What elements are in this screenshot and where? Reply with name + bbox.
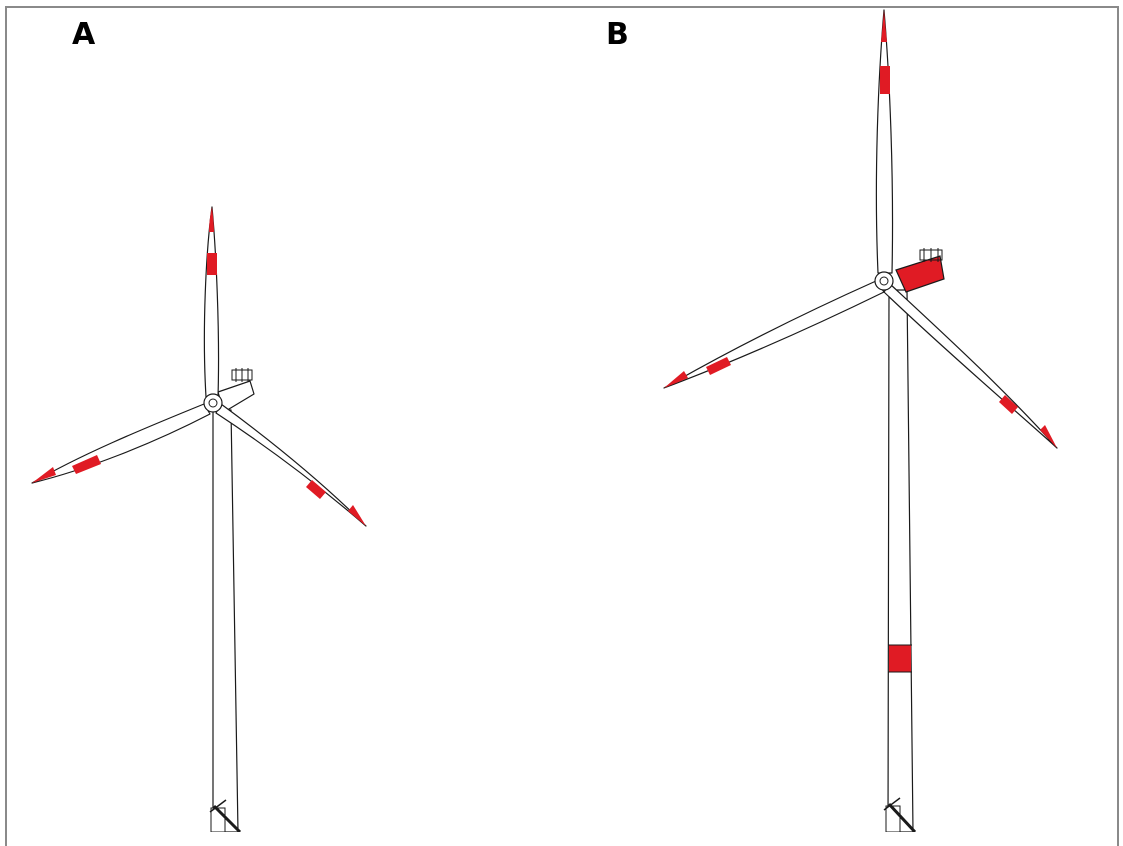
turbine-a-blade-up xyxy=(203,206,220,398)
turbine-b xyxy=(663,9,1058,832)
turbine-a-blade-left xyxy=(31,403,211,484)
turbine-a-base xyxy=(209,799,242,832)
panel-label-b: B xyxy=(606,17,629,52)
turbine-b-base xyxy=(883,797,917,832)
turbine-b-nacelle xyxy=(895,248,945,293)
turbine-a-hub xyxy=(203,393,223,413)
turbine-b-blade-right xyxy=(883,283,1058,449)
turbine-a-nacelle xyxy=(217,368,255,413)
figure-frame xyxy=(5,6,1119,846)
turbine-a xyxy=(31,206,367,832)
turbine-b-hub xyxy=(874,271,894,291)
panel-label-a: A xyxy=(72,17,96,52)
turbine-a-tower xyxy=(212,409,239,832)
turbine-b-blade-up xyxy=(875,9,894,274)
turbine-a-blade-right xyxy=(215,403,367,527)
turbine-b-tower xyxy=(887,289,914,832)
turbine-b-tower-band xyxy=(889,645,911,672)
turbine-b-blade-left xyxy=(663,280,885,389)
